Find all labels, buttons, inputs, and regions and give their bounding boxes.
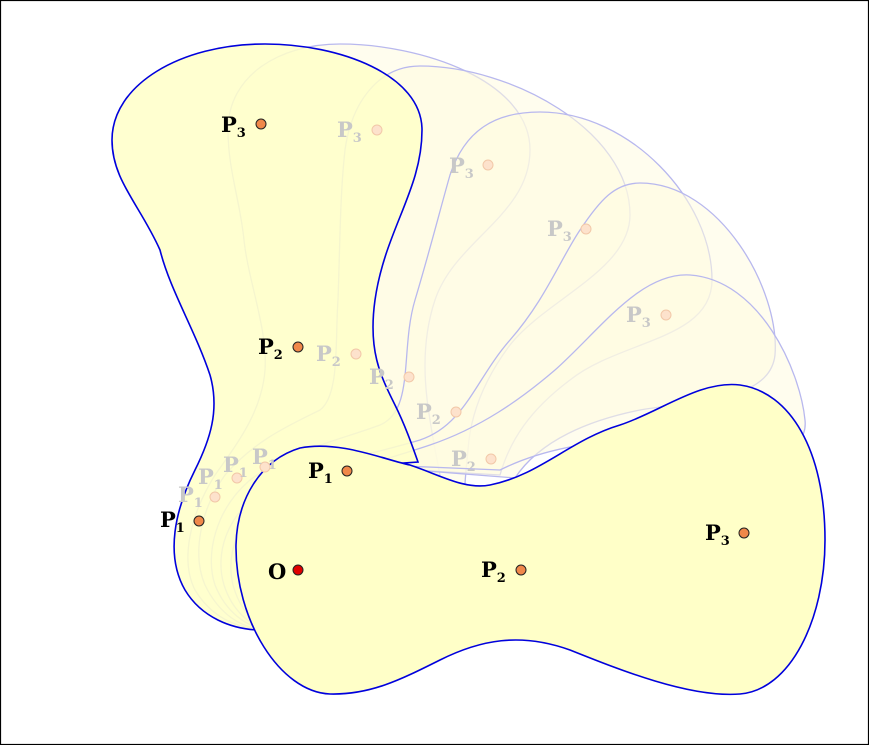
ghost-point (660, 309, 672, 321)
ghost-label: P1 (252, 444, 277, 473)
ghost-point (259, 461, 271, 473)
ghost-label: P3 (626, 302, 651, 331)
point-p2-original (292, 341, 304, 353)
label-origin: O (268, 559, 286, 584)
ghost-label: P1 (223, 452, 248, 481)
ghost-point (482, 159, 494, 171)
label-p2-rotated: P2 (481, 557, 506, 586)
ghost-label: P2 (451, 446, 476, 475)
points (193, 118, 750, 576)
label-p1-original: P1 (160, 507, 185, 536)
ghost-label: P2 (369, 364, 394, 393)
ghost-labels: P3 P3 P3 P3 P2 P2 P2 P2 P1 P1 P1 P1 (178, 117, 651, 511)
point-p1-original (193, 515, 205, 527)
ghost-label: P2 (416, 399, 441, 428)
ghost-label: P3 (449, 153, 474, 182)
point-p1-rotated (341, 465, 353, 477)
label-p3-rotated: P3 (705, 520, 730, 549)
ghost-point (371, 124, 383, 136)
ghost-label: P1 (178, 482, 203, 511)
ghost-label: P3 (547, 216, 572, 245)
ghost-points (209, 124, 672, 503)
ghost-point (209, 491, 221, 503)
ghost-point (450, 406, 462, 418)
point-p3-original (255, 118, 267, 130)
label-p1-rotated: P1 (308, 458, 333, 487)
ghost-point (403, 371, 415, 383)
point-origin (292, 564, 304, 576)
ghost-label: P1 (198, 464, 223, 493)
ghost-label: P3 (337, 117, 362, 146)
point-p2-rotated (515, 564, 527, 576)
label-p2-original: P2 (258, 334, 283, 363)
ghost-point (485, 453, 497, 465)
rotated-shape (235, 383, 826, 696)
ghost-point (231, 472, 243, 484)
ghost-label: P2 (316, 341, 341, 370)
ghost-point (580, 223, 592, 235)
labels: P3 P2 P1 P1 P2 P3 O (160, 112, 730, 586)
label-p3-original: P3 (221, 112, 246, 141)
point-p3-rotated (738, 527, 750, 539)
ghost-point (350, 348, 362, 360)
